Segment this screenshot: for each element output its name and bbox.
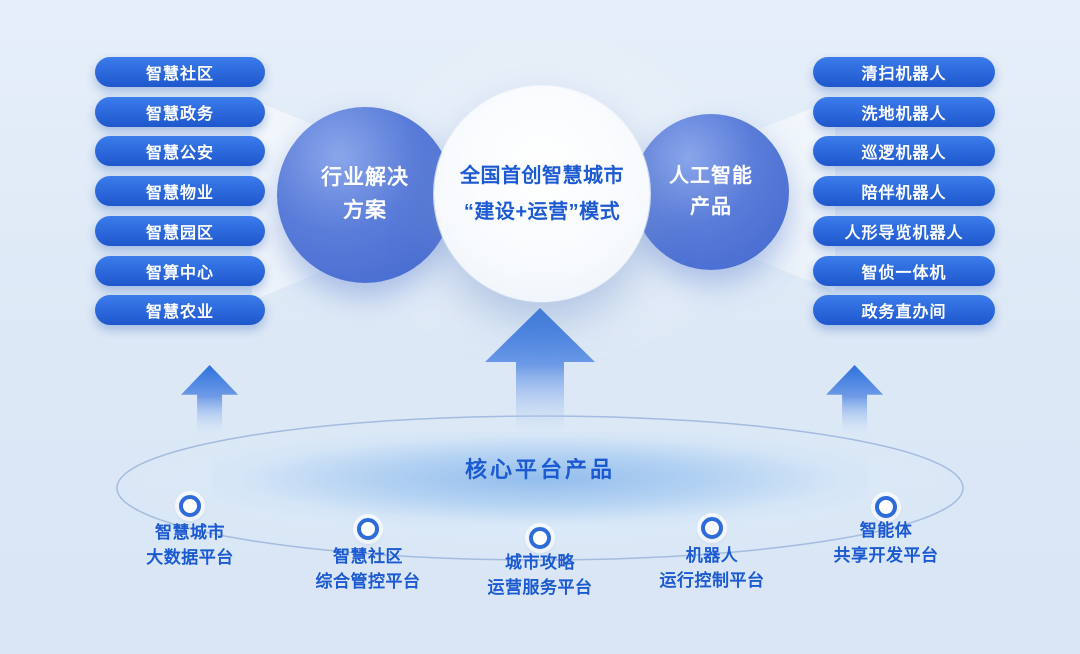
arrow-up-right-icon: [826, 365, 884, 435]
pill-patrol-robot: 巡逻机器人: [813, 136, 995, 166]
circle-national-model-line1: 全国首创智慧城市: [460, 165, 624, 187]
platform-item-agent-line1: 智能体: [859, 521, 913, 540]
platform-item-robot-line2: 运行控制平台: [659, 570, 765, 590]
platform-item-community: 智慧社区 综合管控平台: [280, 545, 456, 594]
pill-smart-government: 智慧政务: [95, 97, 265, 127]
pill-companion-robot: 陪伴机器人: [813, 176, 995, 206]
circle-national-model-line2: “建设+运营”模式: [463, 201, 621, 223]
platform-item-bigdata: 智慧城市 大数据平台: [102, 521, 278, 570]
platform-item-community-line2: 综合管控平台: [315, 571, 421, 591]
circle-national-model: 全国首创智慧城市 “建设+运营”模式: [434, 86, 650, 302]
platform-title: 核心平台产品: [464, 457, 615, 482]
platform-item-agent: 智能体 共享开发平台: [798, 519, 974, 568]
pill-smart-detection-device: 智侦一体机: [813, 256, 995, 286]
platform-item-agent-line2: 共享开发平台: [833, 545, 939, 565]
circle-ai-products-line2: 产品: [690, 196, 732, 218]
platform-item-bigdata-line2: 大数据平台: [146, 547, 234, 567]
arrow-up-center-icon: [485, 308, 595, 434]
platform-item-robot: 机器人 运行控制平台: [624, 544, 800, 593]
circle-industry-solutions: 行业解决 方案: [277, 107, 453, 283]
pill-computing-center: 智算中心: [95, 256, 265, 286]
circle-ai-products: 人工智能 产品: [633, 114, 789, 270]
pill-sweeping-robot: 清扫机器人: [813, 57, 995, 87]
platform-item-community-line1: 智慧社区: [333, 547, 403, 566]
platform-item-bigdata-line1: 智慧城市: [155, 523, 225, 542]
pill-smart-park: 智慧园区: [95, 216, 265, 246]
pill-smart-property: 智慧物业: [95, 176, 265, 206]
platform-item-cityguide: 城市攻略 运营服务平台: [452, 551, 628, 600]
circle-ai-products-line1: 人工智能: [669, 165, 753, 187]
arrow-up-left-icon: [181, 365, 239, 435]
pill-gov-service-room: 政务直办间: [813, 295, 995, 325]
pill-scrubbing-robot: 洗地机器人: [813, 97, 995, 127]
orbit-dot-agent: [875, 496, 897, 518]
platform-item-cityguide-line1: 城市攻略: [505, 553, 575, 572]
circle-industry-solutions-line2: 方案: [343, 199, 387, 222]
pill-smart-agriculture: 智慧农业: [95, 295, 265, 325]
platform-item-robot-line1: 机器人: [685, 546, 739, 565]
orbit-dot-community: [357, 518, 379, 540]
pill-smart-community: 智慧社区: [95, 57, 265, 87]
circle-industry-solutions-line1: 行业解决: [321, 166, 409, 190]
orbit-dot-bigdata: [179, 495, 201, 517]
pill-humanoid-guide-robot: 人形导览机器人: [813, 216, 995, 246]
pill-smart-police: 智慧公安: [95, 136, 265, 166]
orbit-dot-cityguide: [529, 527, 551, 549]
orbit-dot-robot: [701, 517, 723, 539]
platform-item-cityguide-line2: 运营服务平台: [487, 577, 593, 597]
